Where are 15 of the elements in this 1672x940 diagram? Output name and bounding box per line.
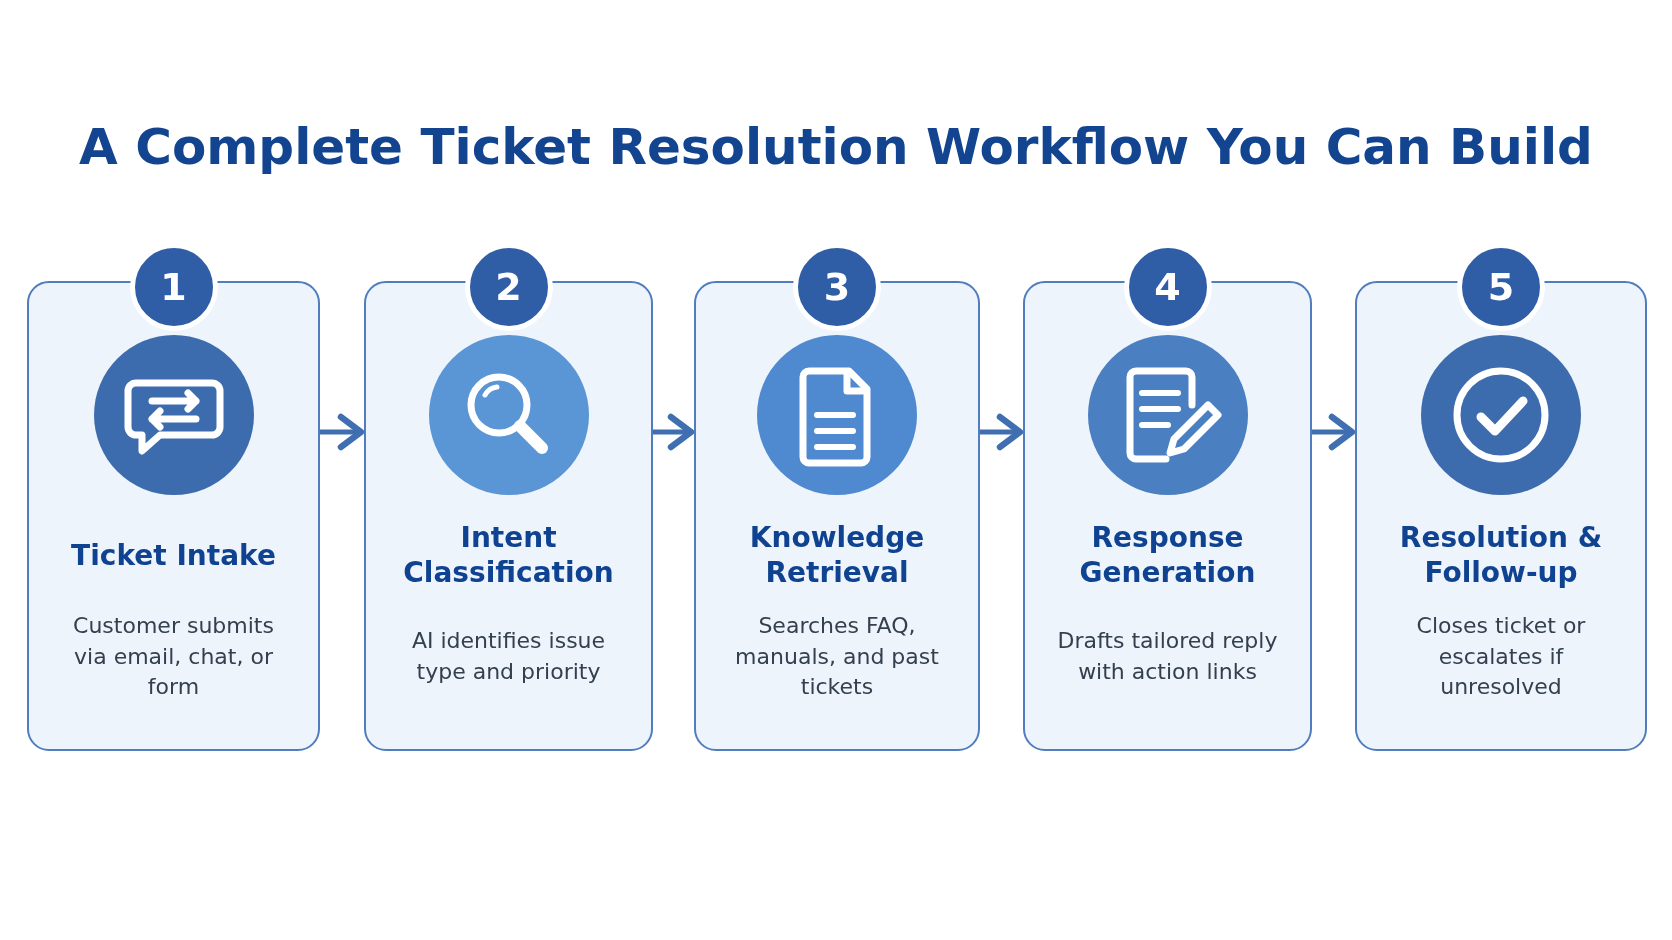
arrow [980, 413, 1024, 451]
step-description: AI identifies issue type and priority [410, 627, 607, 686]
step-heading: Knowledge Retrieval [748, 520, 926, 590]
arrow [1312, 413, 1356, 451]
step-heading: Ticket Intake [71, 537, 276, 573]
step-description: Customer submits via email, chat, or form [72, 611, 275, 702]
diagram-title: A Complete Ticket Resolution Workflow You Can Build [78, 118, 1594, 176]
arrow [653, 413, 695, 451]
step-description: Closes ticket or escalates if unresolved [1415, 611, 1587, 702]
step-heading: Response Generation [1078, 520, 1257, 590]
step-description: Searches FAQ, manuals, and past tickets [734, 611, 940, 702]
step-heading: Resolution & Follow-up [1398, 520, 1604, 590]
step-description: Drafts tailored reply with action links [1056, 627, 1279, 686]
step-heading: Intent Classification [402, 520, 615, 590]
arrow [320, 413, 365, 451]
